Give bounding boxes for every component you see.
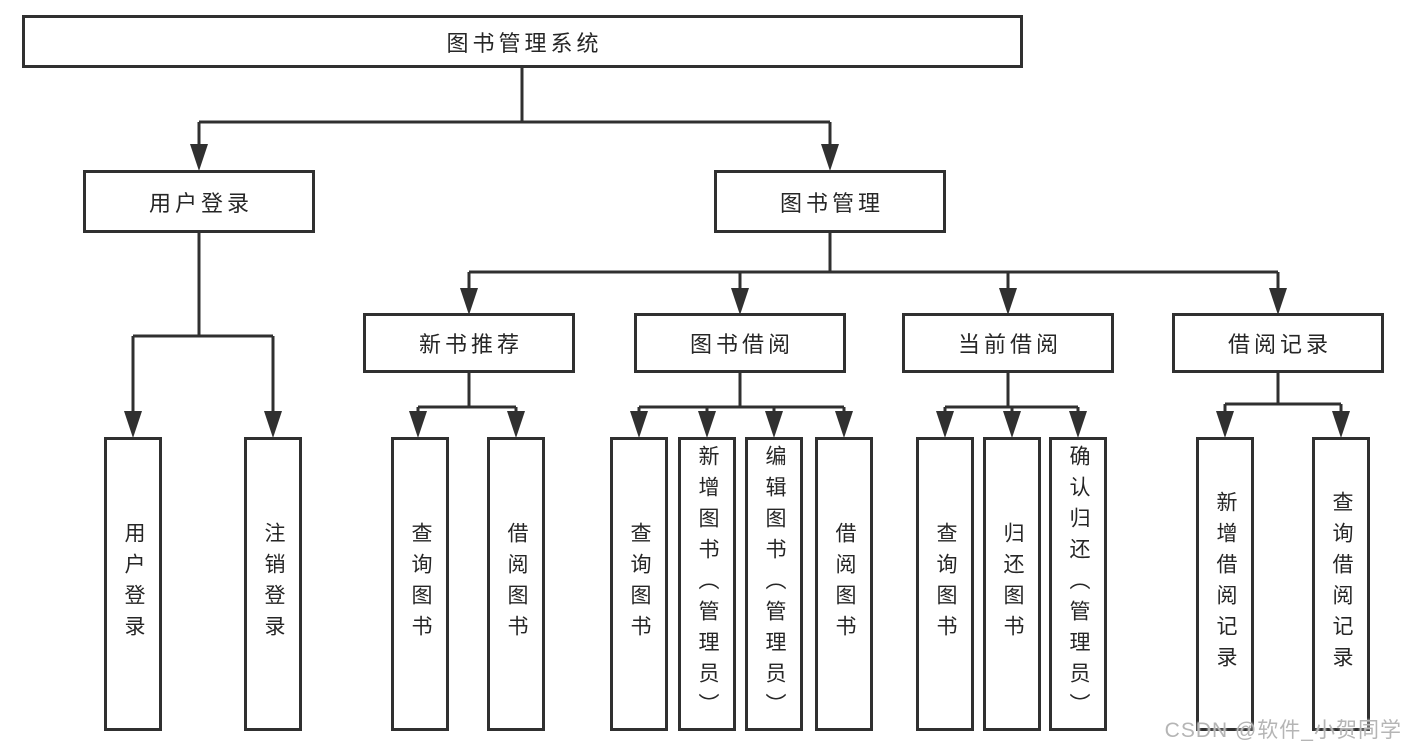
node-borrowing-records: 借阅记录 bbox=[1172, 313, 1384, 373]
leaf-query-books-recommend: 查询图书 bbox=[391, 437, 449, 731]
leaf-label: 新增图书（管理员） bbox=[696, 444, 720, 724]
leaf-query-borrow-record: 查询借阅记录 bbox=[1312, 437, 1370, 731]
leaf-confirm-return-admin: 确认归还（管理员） bbox=[1049, 437, 1107, 731]
leaf-borrow-books-borrowing: 借阅图书 bbox=[815, 437, 873, 731]
leaf-label: 归还图书 bbox=[1001, 522, 1025, 646]
node-new-book-recommendation: 新书推荐 bbox=[363, 313, 575, 373]
leaf-return-books: 归还图书 bbox=[983, 437, 1041, 731]
leaf-label: 编辑图书（管理员） bbox=[763, 444, 787, 724]
node-book-borrowing: 图书借阅 bbox=[634, 313, 846, 373]
leaf-add-borrow-record: 新增借阅记录 bbox=[1196, 437, 1254, 731]
leaf-label: 用户登录 bbox=[122, 522, 146, 646]
node-book-management: 图书管理 bbox=[714, 170, 946, 233]
leaf-label: 注销登录 bbox=[262, 522, 286, 646]
leaf-user-login: 用户登录 bbox=[104, 437, 162, 731]
leaf-query-books-borrowing: 查询图书 bbox=[610, 437, 668, 731]
node-current-borrowing: 当前借阅 bbox=[902, 313, 1114, 373]
leaf-label: 借阅图书 bbox=[833, 522, 857, 646]
leaf-label: 查询图书 bbox=[934, 522, 958, 646]
leaf-edit-books-admin: 编辑图书（管理员） bbox=[745, 437, 803, 731]
node-user-login: 用户登录 bbox=[83, 170, 315, 233]
leaf-query-books-current: 查询图书 bbox=[916, 437, 974, 731]
leaf-label: 查询图书 bbox=[628, 522, 652, 646]
leaf-add-books-admin: 新增图书（管理员） bbox=[678, 437, 736, 731]
leaf-label: 确认归还（管理员） bbox=[1067, 444, 1091, 724]
leaf-label: 新增借阅记录 bbox=[1214, 491, 1238, 677]
leaf-label: 查询图书 bbox=[409, 522, 433, 646]
leaf-logout: 注销登录 bbox=[244, 437, 302, 731]
leaf-label: 借阅图书 bbox=[505, 522, 529, 646]
csdn-watermark: CSDN @软件_小贺同学 bbox=[1164, 719, 1402, 742]
leaf-label: 查询借阅记录 bbox=[1330, 491, 1354, 677]
node-library-system: 图书管理系统 bbox=[22, 15, 1023, 68]
leaf-borrow-books-recommend: 借阅图书 bbox=[487, 437, 545, 731]
